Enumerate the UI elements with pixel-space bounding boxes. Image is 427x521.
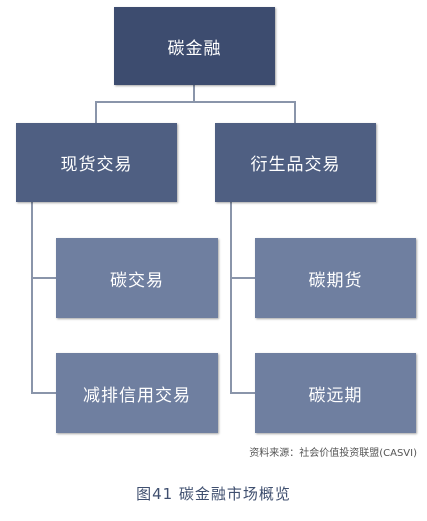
branch-node-label: 现货交易 (60, 155, 133, 175)
left-leaf2-connector (31, 392, 56, 394)
root-node: 碳金融 (114, 7, 275, 85)
leaf-node-label: 碳远期 (308, 385, 363, 406)
leaf-node-carbon-futures: 碳期货 (255, 238, 416, 318)
figure-caption: 图41 碳金融市场概览 (136, 485, 291, 503)
branch-horizontal-connector (95, 101, 296, 103)
branch-node-spot-trading: 现货交易 (16, 123, 177, 202)
branch-node-label: 衍生品交易 (250, 155, 341, 175)
left-vertical-connector (31, 202, 33, 394)
leaf-node-carbon-forwards: 碳远期 (255, 353, 416, 433)
leaf-node-label: 碳交易 (110, 270, 164, 291)
root-node-label: 碳金融 (167, 38, 222, 59)
source-note: 资料来源：社会价值投资联盟(CASVI) (249, 448, 417, 459)
leaf-node-label: 碳期货 (308, 270, 363, 291)
leaf-node-carbon-trading: 碳交易 (56, 238, 218, 318)
right-branch-drop-connector (294, 101, 296, 123)
branch-node-derivatives-trading: 衍生品交易 (215, 123, 376, 202)
leaf-node-emission-credit-trading: 减排信用交易 (56, 353, 218, 433)
left-leaf1-connector (31, 277, 56, 279)
right-leaf1-connector (230, 277, 255, 279)
right-vertical-connector (230, 202, 232, 394)
left-branch-drop-connector (95, 101, 97, 123)
leaf-node-label: 减排信用交易 (83, 385, 191, 406)
root-down-connector (193, 85, 195, 102)
right-leaf2-connector (230, 392, 255, 394)
